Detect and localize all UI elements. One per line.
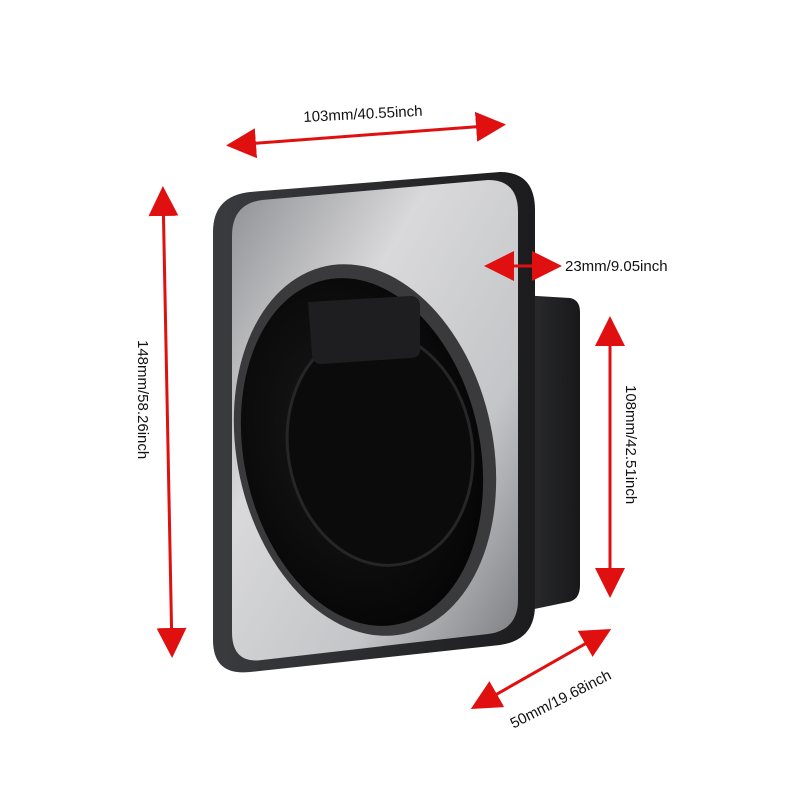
height-label: 148mm/58.26inch xyxy=(134,340,151,460)
height-arrow xyxy=(148,186,187,658)
connector-slot xyxy=(308,296,420,364)
depth-top-label: 23mm/9.05inch xyxy=(565,258,668,275)
width-arrow xyxy=(226,111,506,159)
depth-bottom-arrow xyxy=(470,629,612,709)
inner-height-label: 108mm/42.51inch xyxy=(622,385,639,505)
